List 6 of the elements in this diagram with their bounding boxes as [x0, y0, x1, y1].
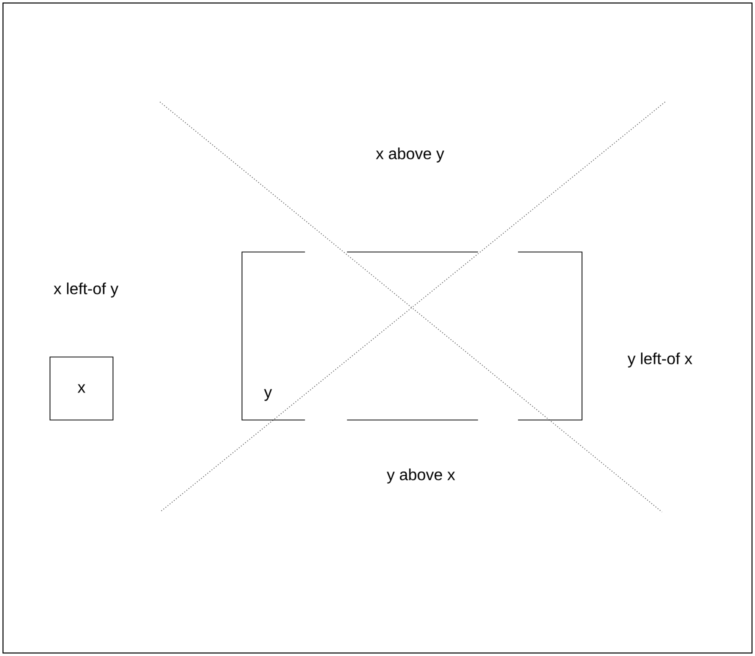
box: x [50, 356, 114, 420]
region-label: x above y [376, 148, 444, 162]
region-label: y above x [386, 468, 456, 484]
box: y [242, 252, 582, 420]
region-label: x left-of y [54, 282, 118, 298]
region-label: y left-of x [628, 352, 692, 368]
